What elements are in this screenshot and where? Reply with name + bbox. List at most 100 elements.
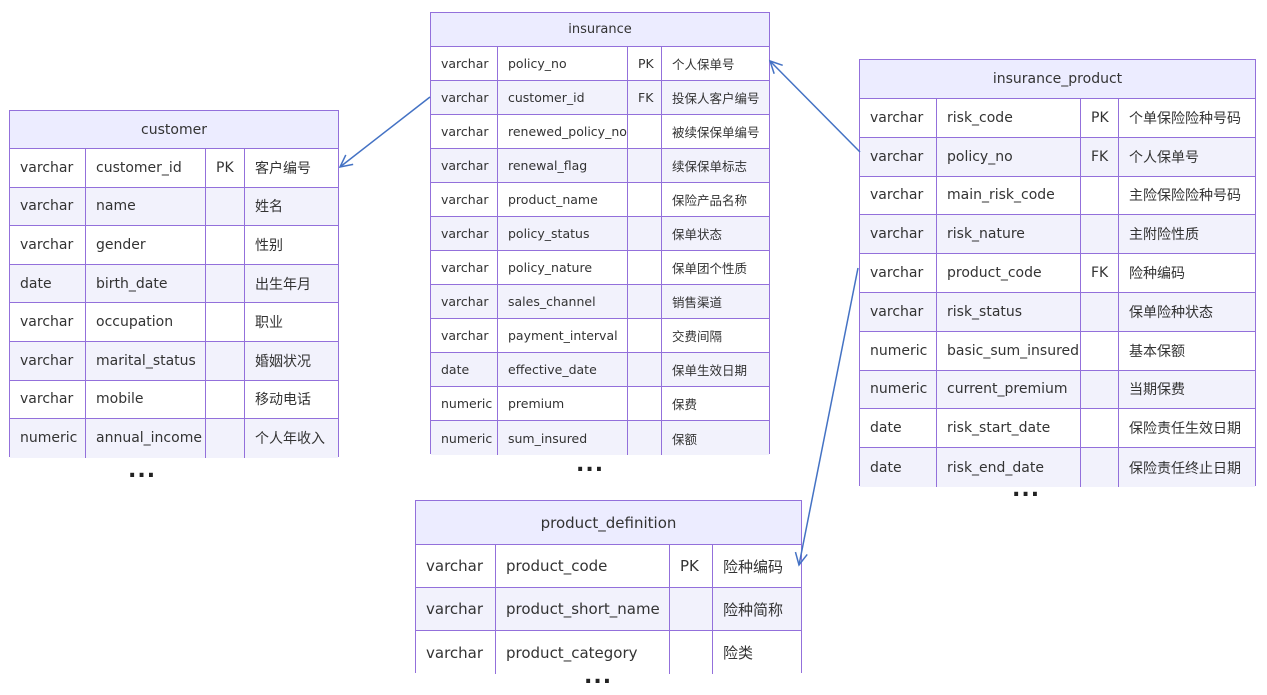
attribute-key bbox=[205, 226, 244, 264]
attribute-comment: 移动电话 bbox=[244, 380, 340, 419]
attribute-name: basic_sum_insured bbox=[936, 331, 1080, 370]
attribute-key bbox=[669, 631, 712, 674]
arrow-head-icon bbox=[768, 59, 783, 74]
attribute-type: varchar bbox=[426, 643, 484, 662]
attribute-key bbox=[627, 251, 661, 284]
attribute-type: varchar bbox=[441, 90, 489, 105]
attribute-name: product_name bbox=[497, 183, 627, 216]
attribute-comment: 个人保单号 bbox=[661, 47, 771, 80]
attribute-type: date bbox=[441, 362, 470, 377]
attribute-row: date effective_date 保单生效日期 bbox=[431, 353, 769, 387]
attribute-comment: 个人年收入 bbox=[244, 419, 340, 458]
entity-title: insurance bbox=[431, 13, 769, 47]
attribute-key bbox=[627, 115, 661, 148]
attribute-name: effective_date bbox=[497, 353, 627, 386]
attribute-comment: 交费间隔 bbox=[661, 319, 771, 352]
attribute-comment: 主险保险险种号码 bbox=[1118, 176, 1257, 215]
attribute-key bbox=[627, 353, 661, 386]
attribute-name: marital_status bbox=[85, 342, 205, 380]
entity-title: insurance_product bbox=[860, 60, 1255, 99]
attribute-comment: 客户编号 bbox=[244, 149, 340, 187]
attribute-name: policy_no bbox=[497, 47, 627, 80]
attribute-name: occupation bbox=[85, 303, 205, 341]
attribute-key bbox=[627, 285, 661, 318]
attribute-name: risk_nature bbox=[936, 215, 1080, 254]
attribute-type: varchar bbox=[441, 124, 489, 139]
attribute-type: numeric bbox=[441, 430, 493, 446]
attribute-comment: 个单保险险种号码 bbox=[1118, 99, 1257, 137]
attribute-key bbox=[627, 149, 661, 182]
attribute-key bbox=[1080, 448, 1118, 487]
attribute-comment: 保险产品名称 bbox=[661, 183, 771, 216]
arrow-head-icon bbox=[338, 154, 354, 169]
attribute-comment: 个人保单号 bbox=[1118, 137, 1257, 176]
attribute-type: varchar bbox=[441, 158, 489, 173]
attribute-key bbox=[1080, 293, 1118, 331]
attribute-name: policy_status bbox=[497, 217, 627, 250]
attribute-type: numeric bbox=[870, 381, 928, 398]
attribute-name: customer_id bbox=[497, 81, 627, 114]
rel-product-definition bbox=[794, 267, 859, 567]
attribute-type: varchar bbox=[441, 260, 489, 275]
attribute-comment: 险类 bbox=[712, 631, 803, 674]
attribute-comment: 保单险种状态 bbox=[1118, 293, 1257, 331]
rel-product-insurance bbox=[768, 59, 861, 153]
attribute-name: product_code bbox=[495, 545, 669, 587]
attribute-key bbox=[627, 217, 661, 250]
attribute-type: varchar bbox=[20, 236, 74, 253]
attribute-key bbox=[1080, 331, 1118, 370]
attribute-type: varchar bbox=[20, 352, 74, 369]
attribute-key bbox=[205, 342, 244, 380]
relationship-line bbox=[798, 267, 859, 566]
attribute-name: product_code bbox=[936, 254, 1080, 292]
attribute-key: FK bbox=[627, 81, 661, 114]
attribute-type: varchar bbox=[441, 226, 489, 241]
attribute-type: numeric bbox=[20, 430, 78, 447]
attribute-type: varchar bbox=[20, 159, 74, 176]
attribute-key: FK bbox=[1080, 137, 1118, 176]
attribute-type: varchar bbox=[426, 557, 484, 575]
attribute-comment: 保额 bbox=[661, 421, 771, 455]
attribute-type: varchar bbox=[870, 187, 924, 204]
attribute-comment: 险种编码 bbox=[712, 545, 803, 587]
attribute-type: varchar bbox=[426, 600, 484, 618]
attribute-type: varchar bbox=[20, 198, 74, 215]
attribute-type: varchar bbox=[441, 294, 489, 309]
attribute-comment: 职业 bbox=[244, 303, 340, 341]
attribute-comment: 保单生效日期 bbox=[661, 353, 771, 386]
attribute-comment: 姓名 bbox=[244, 187, 340, 226]
attribute-type: varchar bbox=[441, 328, 489, 343]
attribute-key bbox=[205, 380, 244, 419]
attribute-name: current_premium bbox=[936, 370, 1080, 409]
attribute-name: gender bbox=[85, 226, 205, 264]
attribute-name: sum_insured bbox=[497, 421, 627, 455]
attribute-key bbox=[1080, 215, 1118, 254]
attribute-type: varchar bbox=[870, 148, 924, 165]
attribute-type: varchar bbox=[870, 109, 924, 126]
attribute-type: varchar bbox=[20, 314, 74, 331]
attribute-name: product_category bbox=[495, 631, 669, 674]
arrow-head-icon bbox=[794, 551, 808, 567]
